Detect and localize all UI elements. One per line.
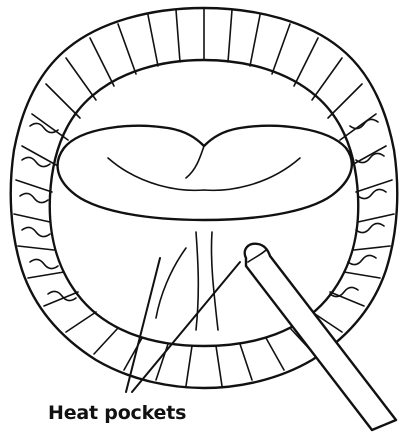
heat-pockets-label: Heat pockets: [48, 402, 186, 424]
